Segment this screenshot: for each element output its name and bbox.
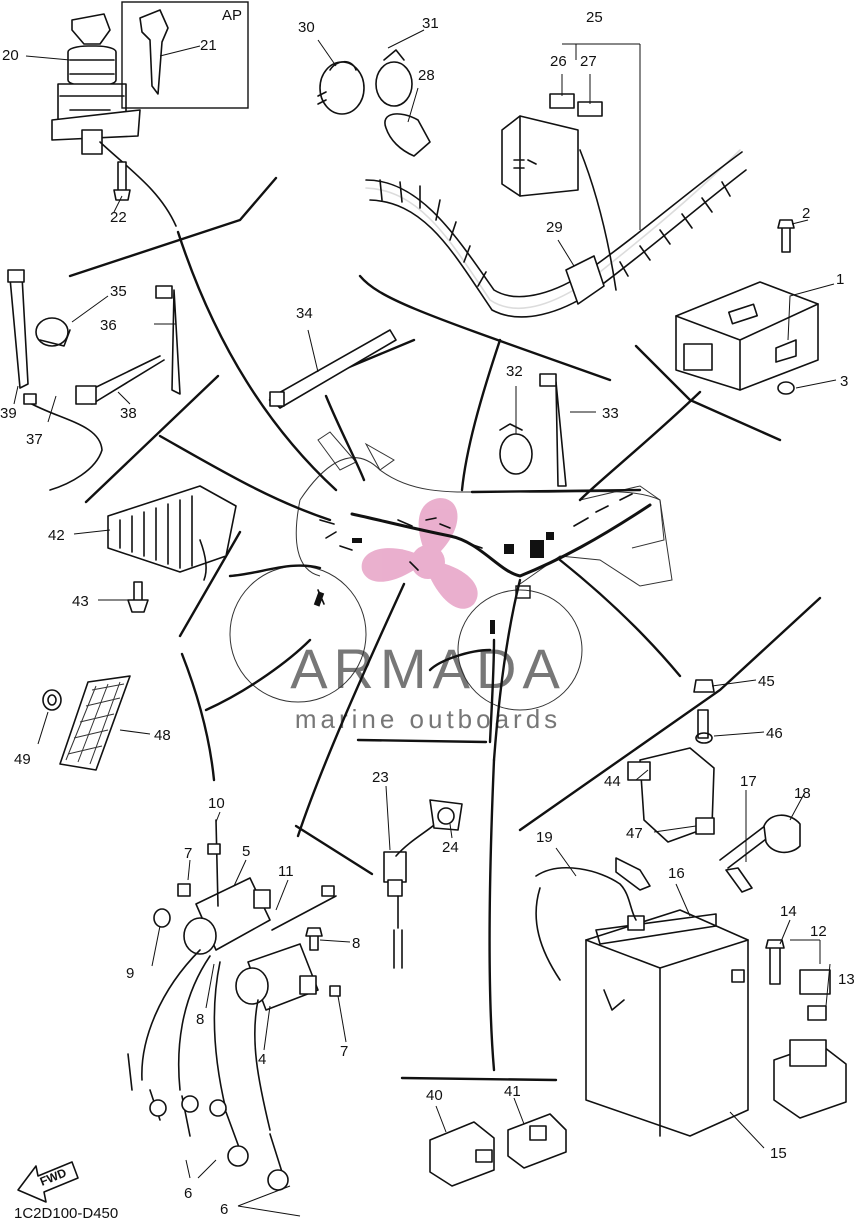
fwd-arrow-icon: FWD (17, 1161, 79, 1203)
callout-4: 4 (258, 1051, 266, 1068)
callout-47: 47 (626, 825, 643, 842)
callout-15: 15 (770, 1145, 787, 1162)
callout-36: 36 (100, 317, 117, 334)
callout-32: 32 (506, 363, 523, 380)
callout-23: 23 (372, 769, 389, 786)
key-inset-box: AP (121, 1, 249, 109)
watermark-title: ARMADA (290, 637, 566, 700)
callout-18: 18 (794, 785, 811, 802)
callout-6a: 6 (184, 1185, 192, 1202)
leader-lines (13, 29, 837, 1217)
callout-21: 21 (200, 37, 217, 54)
callout-24: 24 (442, 839, 459, 856)
callout-42: 42 (48, 527, 65, 544)
callout-8a: 8 (352, 935, 360, 952)
spare-key-icon (139, 9, 169, 95)
group-dividers (68, 176, 822, 1082)
watermark-subtitle: marine outboards (295, 704, 561, 734)
key-head-icon (71, 13, 111, 45)
callout-30: 30 (298, 19, 315, 36)
hose-clamps (317, 49, 431, 157)
callout-46: 46 (766, 725, 783, 742)
callout-34: 34 (296, 305, 313, 322)
callout-2: 2 (802, 205, 810, 222)
cable-ties (7, 269, 181, 491)
callout-44: 44 (604, 773, 621, 790)
callout-37: 37 (26, 431, 43, 448)
callout-numbers: 1 2 3 4 5 6 6 7 7 8 8 9 10 11 12 13 14 1… (0, 9, 855, 1218)
callout-12: 12 (810, 923, 827, 940)
callout-13: 13 (838, 971, 855, 988)
callout-3: 3 (840, 373, 848, 390)
callout-45: 45 (758, 673, 775, 690)
callout-8b: 8 (196, 1011, 204, 1028)
armada-watermark: ARMADA marine outboards (290, 498, 566, 734)
callout-6b: 6 (220, 1201, 228, 1218)
callout-1: 1 (836, 271, 844, 288)
callout-17: 17 (740, 773, 757, 790)
callout-10: 10 (208, 795, 225, 812)
callout-7a: 7 (184, 845, 192, 862)
diagram-code: 1C2D100-D450 (14, 1205, 118, 1222)
ignition-coils (127, 819, 341, 1191)
callout-16: 16 (668, 865, 685, 882)
callout-7b: 7 (340, 1043, 348, 1060)
callout-22: 22 (110, 209, 127, 226)
callout-48: 48 (154, 727, 171, 744)
battery-assembly (535, 679, 847, 1137)
callout-25: 25 (586, 9, 603, 26)
callout-14: 14 (780, 903, 797, 920)
callout-31: 31 (422, 15, 439, 32)
callout-33: 33 (602, 405, 619, 422)
callout-29: 29 (546, 219, 563, 236)
callout-28: 28 (418, 67, 435, 84)
inset-label-ap: AP (222, 7, 242, 24)
callout-11: 11 (278, 863, 294, 880)
callout-5: 5 (242, 843, 250, 860)
propeller-logo-icon (361, 498, 478, 609)
callout-35: 35 (110, 283, 127, 300)
main-switch-assembly (51, 13, 177, 227)
relays (429, 1113, 567, 1187)
callout-43: 43 (72, 593, 89, 610)
callout-9: 9 (126, 965, 134, 982)
callout-27: 27 (580, 53, 597, 70)
callout-39: 39 (0, 405, 17, 422)
callout-41: 41 (504, 1083, 521, 1100)
sensor-and-switch (383, 799, 463, 969)
callout-38: 38 (120, 405, 137, 422)
callout-40: 40 (426, 1087, 443, 1104)
wire-harness (313, 493, 652, 634)
fuse-box-and-harness (365, 93, 747, 318)
callout-20: 20 (2, 47, 19, 64)
rubber-pad (42, 675, 131, 771)
callout-49: 49 (14, 751, 31, 768)
callout-19: 19 (536, 829, 553, 846)
cdi-unit (675, 219, 819, 395)
band-and-clamp (269, 329, 567, 487)
rectifier-regulator (107, 485, 237, 613)
callout-26: 26 (550, 53, 567, 70)
